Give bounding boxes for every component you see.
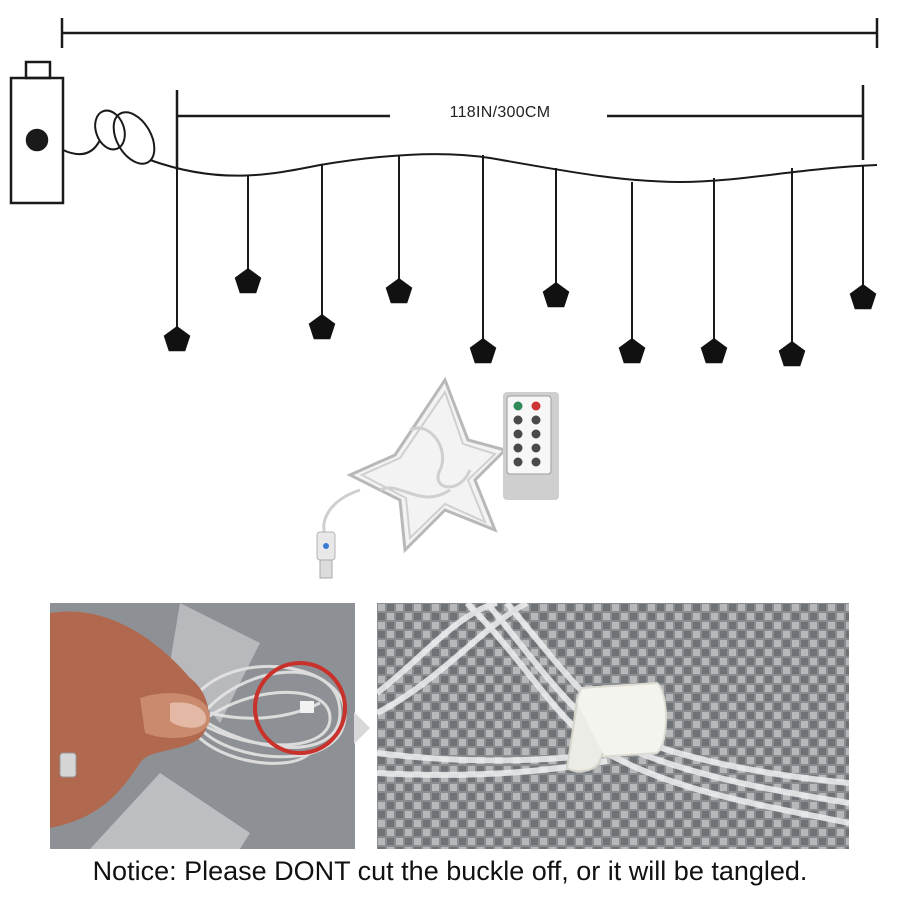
usb-plug-icon — [316, 488, 361, 579]
remote-button — [513, 443, 523, 453]
remote-button — [531, 443, 541, 453]
notice-text: Notice: Please DONT cut the buckle off, … — [92, 856, 808, 886]
star-pendant-icon — [700, 338, 728, 364]
remote-button — [531, 401, 541, 411]
dimension-label: 118IN/300CM — [449, 104, 551, 121]
star-pendant-icon — [849, 284, 877, 310]
star-pendant-icon — [618, 338, 646, 364]
star-pendant-icon — [163, 326, 191, 352]
curtain-width-dimension-line — [175, 85, 865, 170]
battery-box-icon — [9, 60, 65, 205]
star-pendant-icon — [385, 278, 413, 304]
main-wire — [62, 109, 878, 184]
cable-tie-icon — [565, 681, 667, 773]
remote-control-icon — [503, 392, 559, 500]
remote-button — [513, 415, 523, 425]
star-pendant-icon — [778, 341, 806, 367]
product-photo — [316, 376, 559, 579]
cable-tie-closeup-photo — [377, 603, 849, 849]
star-pendant-icon — [234, 268, 262, 294]
hand-holding-cable-photo — [50, 603, 355, 849]
star-pendant-icon — [542, 282, 570, 308]
remote-button — [531, 457, 541, 467]
curtain-dimension-diagram — [9, 18, 879, 367]
zoom-pointer — [354, 712, 370, 744]
star-pendant-icon — [308, 314, 336, 340]
highlight-circle — [253, 661, 347, 755]
remote-button — [513, 401, 523, 411]
pendant-drops — [163, 155, 877, 367]
remote-button — [531, 429, 541, 439]
star-pendant-icon — [469, 338, 497, 364]
star-light-icon — [346, 376, 508, 554]
remote-button — [513, 457, 523, 467]
remote-button — [513, 429, 523, 439]
cable-tie-icon — [300, 701, 314, 713]
total-width-dimension-line — [60, 18, 879, 48]
remote-button — [531, 415, 541, 425]
